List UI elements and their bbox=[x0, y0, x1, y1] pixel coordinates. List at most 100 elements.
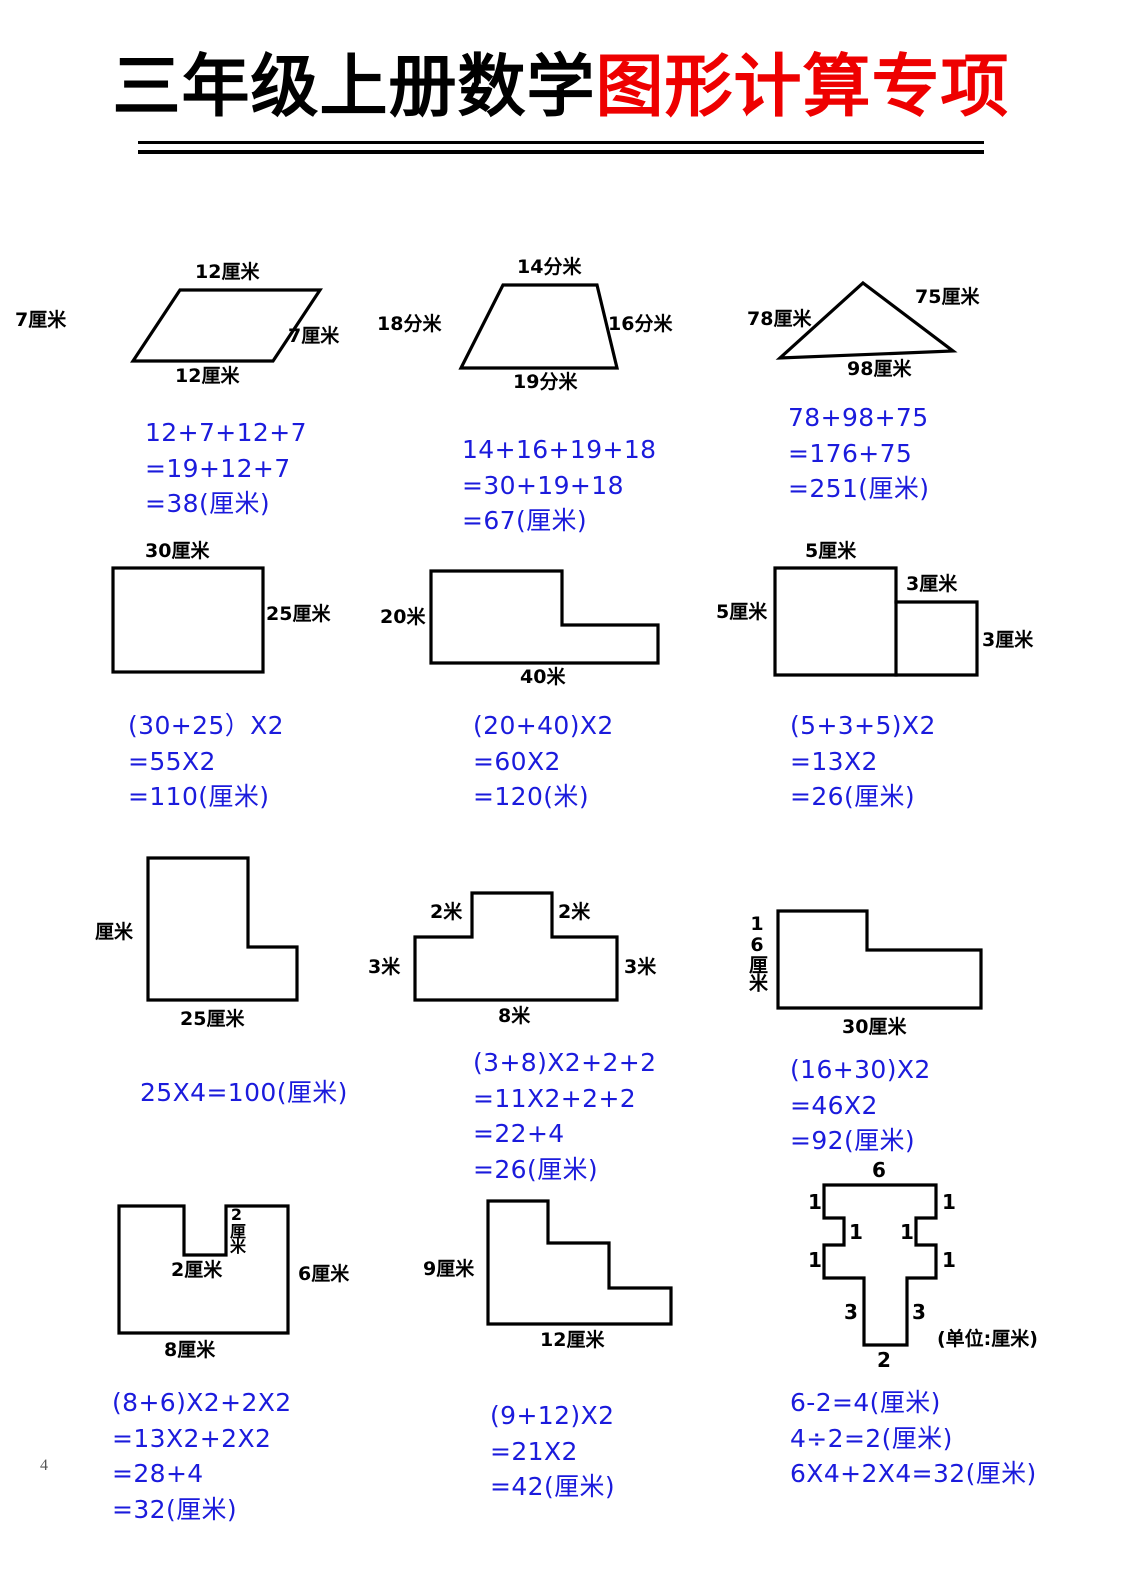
label-l-shape-bottom: 25厘米 bbox=[180, 1008, 245, 1030]
answer-p7-line1: 25X4=100(厘米) bbox=[140, 1078, 348, 1107]
label-triangle-bottom: 98厘米 bbox=[847, 358, 912, 380]
answer-p8-line2: =11X2+2+2 bbox=[473, 1083, 637, 1113]
label-two-squares-small-right: 3厘米 bbox=[982, 629, 1034, 651]
label-cross-top: 6 bbox=[872, 1158, 886, 1182]
title-underline bbox=[138, 141, 984, 154]
answer-p5-line2: =60X2 bbox=[473, 746, 561, 776]
figure-step-down: 20米 40米 bbox=[380, 568, 668, 687]
label-t-shape-top-right: 2米 bbox=[558, 901, 591, 923]
title-red-part: 图形计算专项 bbox=[595, 48, 1010, 127]
answer-p1: 12+7+12+7 =19+12+7 =38(厘米) bbox=[145, 415, 307, 522]
answer-p11-line2: =21X2 bbox=[490, 1436, 578, 1466]
answer-p11-line1: (9+12)X2 bbox=[490, 1401, 615, 1430]
figure-notched-rectangle: 2厘米 2厘米 6厘米 8厘米 bbox=[116, 1203, 349, 1360]
title-rule-top bbox=[138, 141, 984, 144]
label-cross-lower-right: 3 bbox=[912, 1300, 926, 1324]
figure-trapezoid: 14分米 18分米 16分米 19分米 bbox=[377, 258, 672, 392]
page-title: 三年级上册数学图形计算专项 bbox=[0, 52, 1122, 123]
answer-p10: (8+6)X2+2X2 =13X2+2X2 =28+4 =32(厘米) bbox=[112, 1385, 292, 1527]
label-notched-bottom: 8厘米 bbox=[164, 1339, 216, 1361]
answer-p6: (5+3+5)X2 =13X2 =26(厘米) bbox=[790, 708, 936, 815]
title-black-part: 三年级上册数学 bbox=[112, 48, 596, 127]
answer-p10-line2: =13X2+2X2 bbox=[112, 1423, 272, 1453]
label-t-shape-right: 3米 bbox=[624, 956, 657, 978]
figure-two-squares: 5厘米 5厘米 3厘米 3厘米 bbox=[716, 542, 1033, 680]
label-notch-bottom: 2厘米 bbox=[171, 1259, 223, 1281]
answer-p4: (30+25）X2 =55X2 =110(厘米) bbox=[128, 708, 284, 815]
label-step-down-left: 20米 bbox=[380, 606, 426, 628]
answer-p4-line2: =55X2 bbox=[128, 746, 216, 776]
label-cross-inner-right: 1 bbox=[900, 1220, 914, 1244]
answer-p3: 78+98+75 =176+75 =251(厘米) bbox=[788, 400, 929, 507]
answer-p10-line3: =28+4 bbox=[112, 1459, 204, 1488]
figure-triangle: 78厘米 75厘米 98厘米 bbox=[747, 278, 979, 379]
answer-p9: (16+30)X2 =46X2 =92(厘米) bbox=[790, 1052, 931, 1159]
answer-p8-line3: =22+4 bbox=[473, 1119, 565, 1148]
answer-p3-line1: 78+98+75 bbox=[788, 403, 929, 432]
answer-p6-line1: (5+3+5)X2 bbox=[790, 711, 936, 740]
figure-cross: 6 1 1 1 1 1 1 3 3 2 (单位:厘米) bbox=[792, 1160, 1038, 1370]
figure-l-shape-wide: 16厘米 30厘米 bbox=[746, 908, 990, 1037]
label-l-shape-wide-left: 16厘米 bbox=[746, 913, 768, 991]
title-rule-bottom bbox=[138, 150, 984, 154]
label-staircase-left: 9厘米 bbox=[423, 1258, 475, 1280]
answer-p4-line3: =110(厘米) bbox=[128, 782, 270, 811]
label-parallelogram-bottom: 12厘米 bbox=[175, 365, 240, 387]
answer-p8-line4: =26(厘米) bbox=[473, 1154, 599, 1184]
label-t-shape-top-left: 2米 bbox=[430, 901, 463, 923]
answer-p8-line1: (3+8)X2+2+2 bbox=[473, 1048, 657, 1077]
answer-p2: 14+16+19+18 =30+19+18 =67(厘米) bbox=[462, 432, 657, 539]
label-l-shape-left: 厘米 bbox=[95, 921, 134, 943]
answer-p5: (20+40)X2 =60X2 =120(米) bbox=[473, 708, 614, 815]
label-rectangle-top: 30厘米 bbox=[145, 540, 210, 562]
answer-p8: (3+8)X2+2+2 =11X2+2+2 =22+4 =26(厘米) bbox=[473, 1045, 656, 1187]
label-two-squares-big-left: 5厘米 bbox=[716, 601, 768, 623]
answer-p6-line3: =26(厘米) bbox=[790, 782, 916, 811]
label-cross-bottom: 2 bbox=[877, 1348, 891, 1372]
page-number: 4 bbox=[40, 1457, 48, 1474]
answer-p9-line3: =92(厘米) bbox=[790, 1126, 916, 1155]
label-triangle-left: 78厘米 bbox=[747, 308, 812, 330]
label-trapezoid-top: 14分米 bbox=[517, 256, 582, 278]
answer-p1-line1: 12+7+12+7 bbox=[145, 418, 307, 447]
label-step-down-bottom: 40米 bbox=[520, 666, 566, 688]
label-notch-side: 2厘米 bbox=[227, 1205, 246, 1253]
answer-p2-line3: =67(厘米) bbox=[462, 506, 588, 535]
label-notched-right: 6厘米 bbox=[298, 1263, 350, 1285]
label-t-shape-bottom: 8米 bbox=[498, 1005, 531, 1027]
figure-l-shape: 厘米 25厘米 bbox=[95, 855, 310, 1029]
answer-p2-line1: 14+16+19+18 bbox=[462, 435, 657, 464]
answer-p1-line2: =19+12+7 bbox=[145, 453, 291, 483]
label-cross-upper-left: 1 bbox=[808, 1190, 822, 1214]
label-trapezoid-bottom: 19分米 bbox=[513, 371, 578, 393]
answer-p6-line2: =13X2 bbox=[790, 746, 878, 776]
answer-p1-line3: =38(厘米) bbox=[145, 489, 271, 518]
label-cross-upper-right: 1 bbox=[942, 1190, 956, 1214]
label-rectangle-right: 25厘米 bbox=[266, 603, 331, 625]
answer-p2-line2: =30+19+18 bbox=[462, 470, 624, 500]
answer-p12-line2: 4÷2=2(厘米) bbox=[790, 1423, 953, 1453]
answer-p7: 25X4=100(厘米) bbox=[140, 1075, 348, 1111]
answer-p5-line1: (20+40)X2 bbox=[473, 711, 614, 740]
answer-p5-line3: =120(米) bbox=[473, 782, 589, 811]
answer-p3-line2: =176+75 bbox=[788, 438, 913, 468]
figure-t-shape: 2米 2米 3米 3米 8米 bbox=[368, 890, 656, 1026]
label-cross-lower-left: 3 bbox=[844, 1300, 858, 1324]
label-two-squares-small-top: 3厘米 bbox=[906, 573, 958, 595]
answer-p12-line3: 6X4+2X4=32(厘米) bbox=[790, 1459, 1037, 1488]
label-t-shape-left: 3米 bbox=[368, 956, 401, 978]
answer-p9-line2: =46X2 bbox=[790, 1090, 878, 1120]
answer-p10-line1: (8+6)X2+2X2 bbox=[112, 1388, 292, 1417]
answer-p12: 6-2=4(厘米) 4÷2=2(厘米) 6X4+2X4=32(厘米) bbox=[790, 1385, 1037, 1492]
answer-p4-line1: (30+25）X2 bbox=[128, 711, 284, 740]
figure-rectangle: 30厘米 25厘米 bbox=[110, 542, 330, 675]
label-cross-mid-left: 1 bbox=[808, 1248, 822, 1272]
label-l-shape-wide-bottom: 30厘米 bbox=[842, 1016, 907, 1038]
label-parallelogram-top: 12厘米 bbox=[195, 261, 260, 283]
label-two-squares-big-top: 5厘米 bbox=[805, 540, 857, 562]
answer-p9-line1: (16+30)X2 bbox=[790, 1055, 931, 1084]
label-trapezoid-right: 16分米 bbox=[608, 313, 673, 335]
label-trapezoid-left: 18分米 bbox=[377, 313, 442, 335]
answer-p11-line3: =42(厘米) bbox=[490, 1472, 616, 1501]
